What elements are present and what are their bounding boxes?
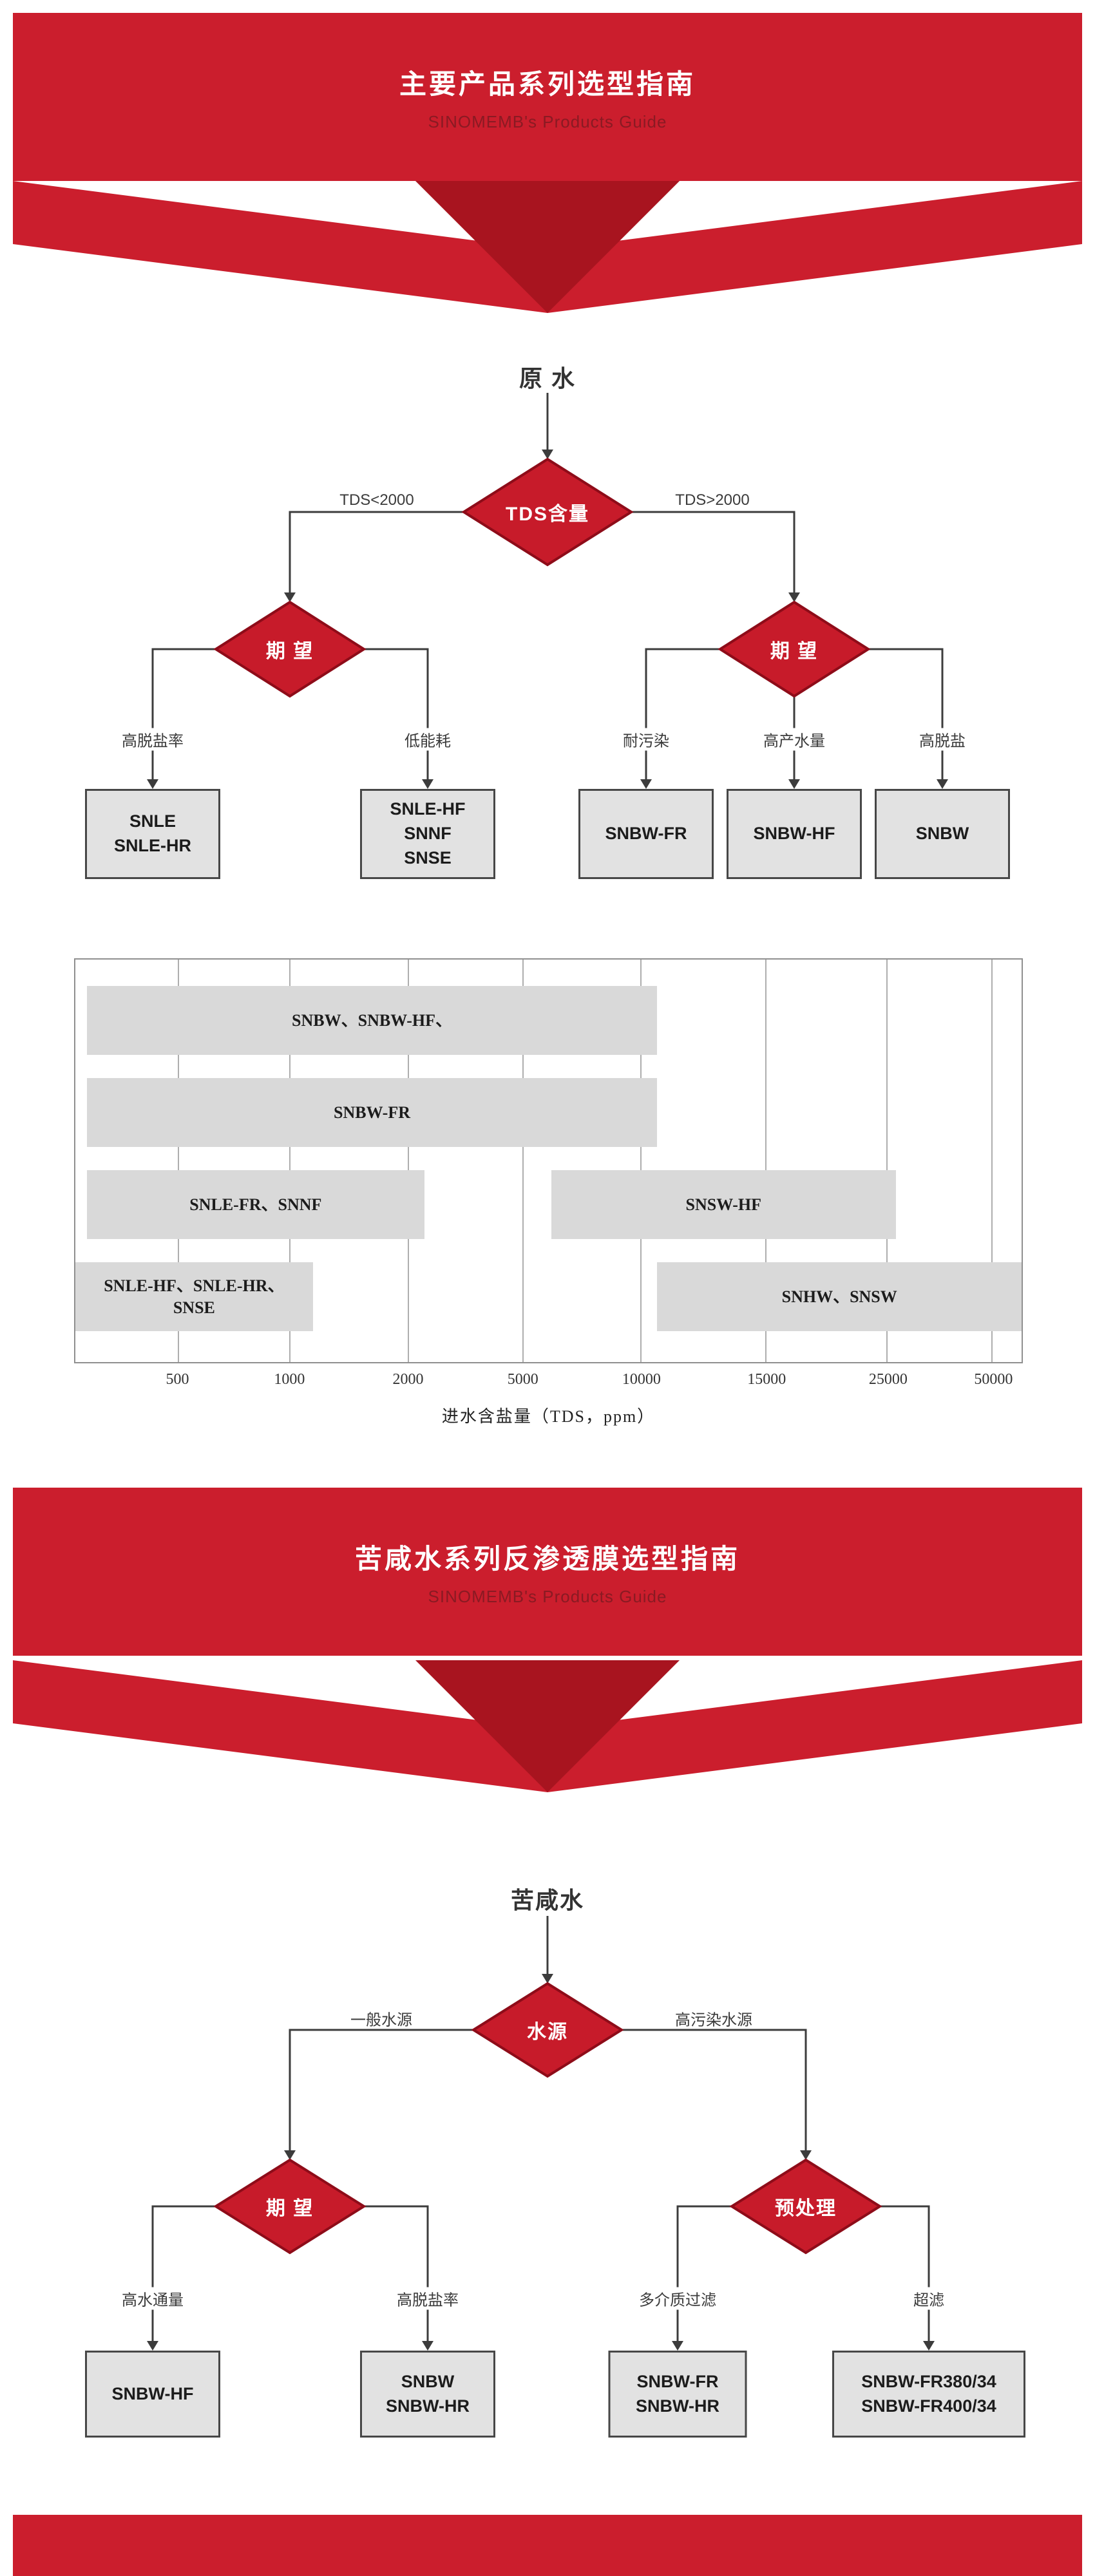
- flowchart2-edges: [151, 1916, 930, 2342]
- criterion-label-multimedia-filter: 多介质过滤: [635, 2287, 720, 2310]
- flowchart-main-products: 原 水 TDS含量 TDS<2000 TDS>2000 期 望 期 望 高脱盐率…: [0, 309, 1095, 889]
- decision-diamond-expect-right: [718, 600, 871, 698]
- ribbon-fold-triangle: [415, 1660, 680, 1792]
- product-box-snbw-hf: SNBW-HF: [727, 789, 862, 879]
- source-node-brackish-water: 苦咸水: [510, 1887, 585, 1913]
- criterion-label-high-rejection: 高脱盐率: [393, 2287, 462, 2310]
- criterion-label-fouling-resistant: 耐污染: [619, 728, 673, 751]
- criterion-label-high-rejection: 高脱盐率: [118, 728, 187, 751]
- x-tick-label: 2000: [392, 1371, 424, 1388]
- chart-gridline: [991, 960, 993, 1362]
- decision-diamond-expect: [213, 2158, 367, 2255]
- decision-diamond-expect-left: [213, 600, 367, 698]
- criterion-label-high-desalt: 高脱盐: [915, 728, 969, 751]
- decision-label-expect-right: 期 望: [770, 641, 819, 662]
- chart-range-bar: SNHW、SNSW: [657, 1262, 1022, 1331]
- edge-label-tds-low: TDS<2000: [339, 491, 414, 509]
- product-box-snbw-hr: SNBW SNBW-HR: [360, 2351, 495, 2438]
- chart-gridline: [522, 960, 524, 1362]
- section1-ribbon-chevron: [13, 181, 1082, 313]
- decision-label-pretreatment: 预处理: [775, 2198, 837, 2219]
- decision-label-water-source: 水源: [527, 2022, 568, 2043]
- x-tick-label: 500: [166, 1371, 189, 1388]
- section2-subtitle: SINOMEMB's Products Guide: [428, 1586, 667, 1606]
- chart-gridline: [765, 960, 767, 1362]
- section1-banner: 主要产品系列选型指南 SINOMEMB's Products Guide: [13, 13, 1082, 181]
- chart-range-bar: SNBW、SNBW-HF、: [86, 986, 658, 1055]
- flowchart1-connectors: [147, 393, 948, 789]
- section1-title: 主要产品系列选型指南: [399, 68, 696, 99]
- section1-subtitle: SINOMEMB's Products Guide: [428, 111, 667, 131]
- decision-diamond-tds: [461, 457, 634, 567]
- flowchart2-arrowheads: [147, 1974, 935, 2351]
- decision-diamond-water-source: [471, 1982, 624, 2078]
- section2-title: 苦咸水系列反渗透膜选型指南: [354, 1543, 740, 1574]
- source-node-raw-water: 原 水: [519, 365, 576, 392]
- chart-gridline: [289, 960, 291, 1362]
- flowchart1-arrowheads: [147, 450, 948, 789]
- product-box-snle: SNLE SNLE-HR: [85, 789, 220, 879]
- chart-gridline: [178, 960, 180, 1362]
- edge-label-normal-source: 一般水源: [350, 2011, 412, 2029]
- flowchart-brackish-water: 苦咸水 水源 一般水源 高污染水源 期 望 预处理 高水通量 高脱盐率 多介质过…: [0, 1835, 1095, 2447]
- decision-label-expect: 期 望: [265, 2198, 314, 2219]
- chart-gridline: [408, 960, 410, 1362]
- criterion-label-high-flow: 高产水量: [759, 728, 829, 751]
- product-box-snbw-hf: SNBW-HF: [85, 2351, 220, 2438]
- chart-range-bar: SNSW-HF: [551, 1170, 896, 1239]
- section2-banner: 苦咸水系列反渗透膜选型指南 SINOMEMB's Products Guide: [13, 1488, 1082, 1656]
- tds-chart-ticks: 500 1000 2000 5000 10000 15000 25000 50000: [74, 1363, 1023, 1393]
- tds-range-chart: SNBW、SNBW-HF、 SNBW-FR SNLE-FR、SNNF SNSW-HF S…: [74, 958, 1023, 1427]
- next-section-banner-partial: [13, 2515, 1082, 2576]
- chart-range-bar: SNBW-FR: [86, 1078, 658, 1147]
- decision-label-tds: TDS含量: [506, 504, 589, 525]
- product-box-snbw-fr-hr: SNBW-FR SNBW-HR: [608, 2351, 747, 2438]
- section2-ribbon-chevron: [13, 1660, 1082, 1792]
- decision-diamond-pretreatment: [729, 2158, 882, 2255]
- x-tick-label: 10000: [622, 1371, 661, 1388]
- criterion-label-ultrafiltration: 超滤: [909, 2287, 948, 2310]
- product-box-snbw-fr380: SNBW-FR380/34 SNBW-FR400/34: [832, 2351, 1025, 2438]
- tds-chart-plot: SNBW、SNBW-HF、 SNBW-FR SNLE-FR、SNNF SNSW-HF S…: [74, 958, 1023, 1363]
- chart-gridline: [640, 960, 642, 1362]
- criterion-label-high-flux: 高水通量: [118, 2287, 187, 2310]
- decision-label-expect-left: 期 望: [265, 641, 314, 662]
- product-box-snbw-fr: SNBW-FR: [578, 789, 714, 879]
- chart-gridline: [886, 960, 888, 1362]
- chart-range-bar: SNLE-FR、SNNF: [86, 1170, 425, 1239]
- x-tick-label: 15000: [747, 1371, 786, 1388]
- product-box-snbw: SNBW: [875, 789, 1010, 879]
- x-tick-label: 5000: [507, 1371, 538, 1388]
- x-tick-label: 1000: [274, 1371, 305, 1388]
- x-axis-title: 进水含盐量（TDS，ppm）: [441, 1407, 656, 1426]
- product-box-snle-hf: SNLE-HF SNNF SNSE: [360, 789, 495, 879]
- edge-label-tds-high: TDS>2000: [675, 491, 750, 509]
- ribbon-fold-triangle: [415, 181, 680, 313]
- x-tick-label: 50000: [974, 1371, 1013, 1388]
- flowchart2-connectors: [147, 1916, 935, 2351]
- criterion-label-low-energy: 低能耗: [401, 728, 455, 751]
- chart-range-bar: SNLE-HF、SNLE-HR、 SNSE: [75, 1262, 313, 1331]
- edge-label-polluted-source: 高污染水源: [675, 2011, 752, 2029]
- x-tick-label: 25000: [868, 1371, 908, 1388]
